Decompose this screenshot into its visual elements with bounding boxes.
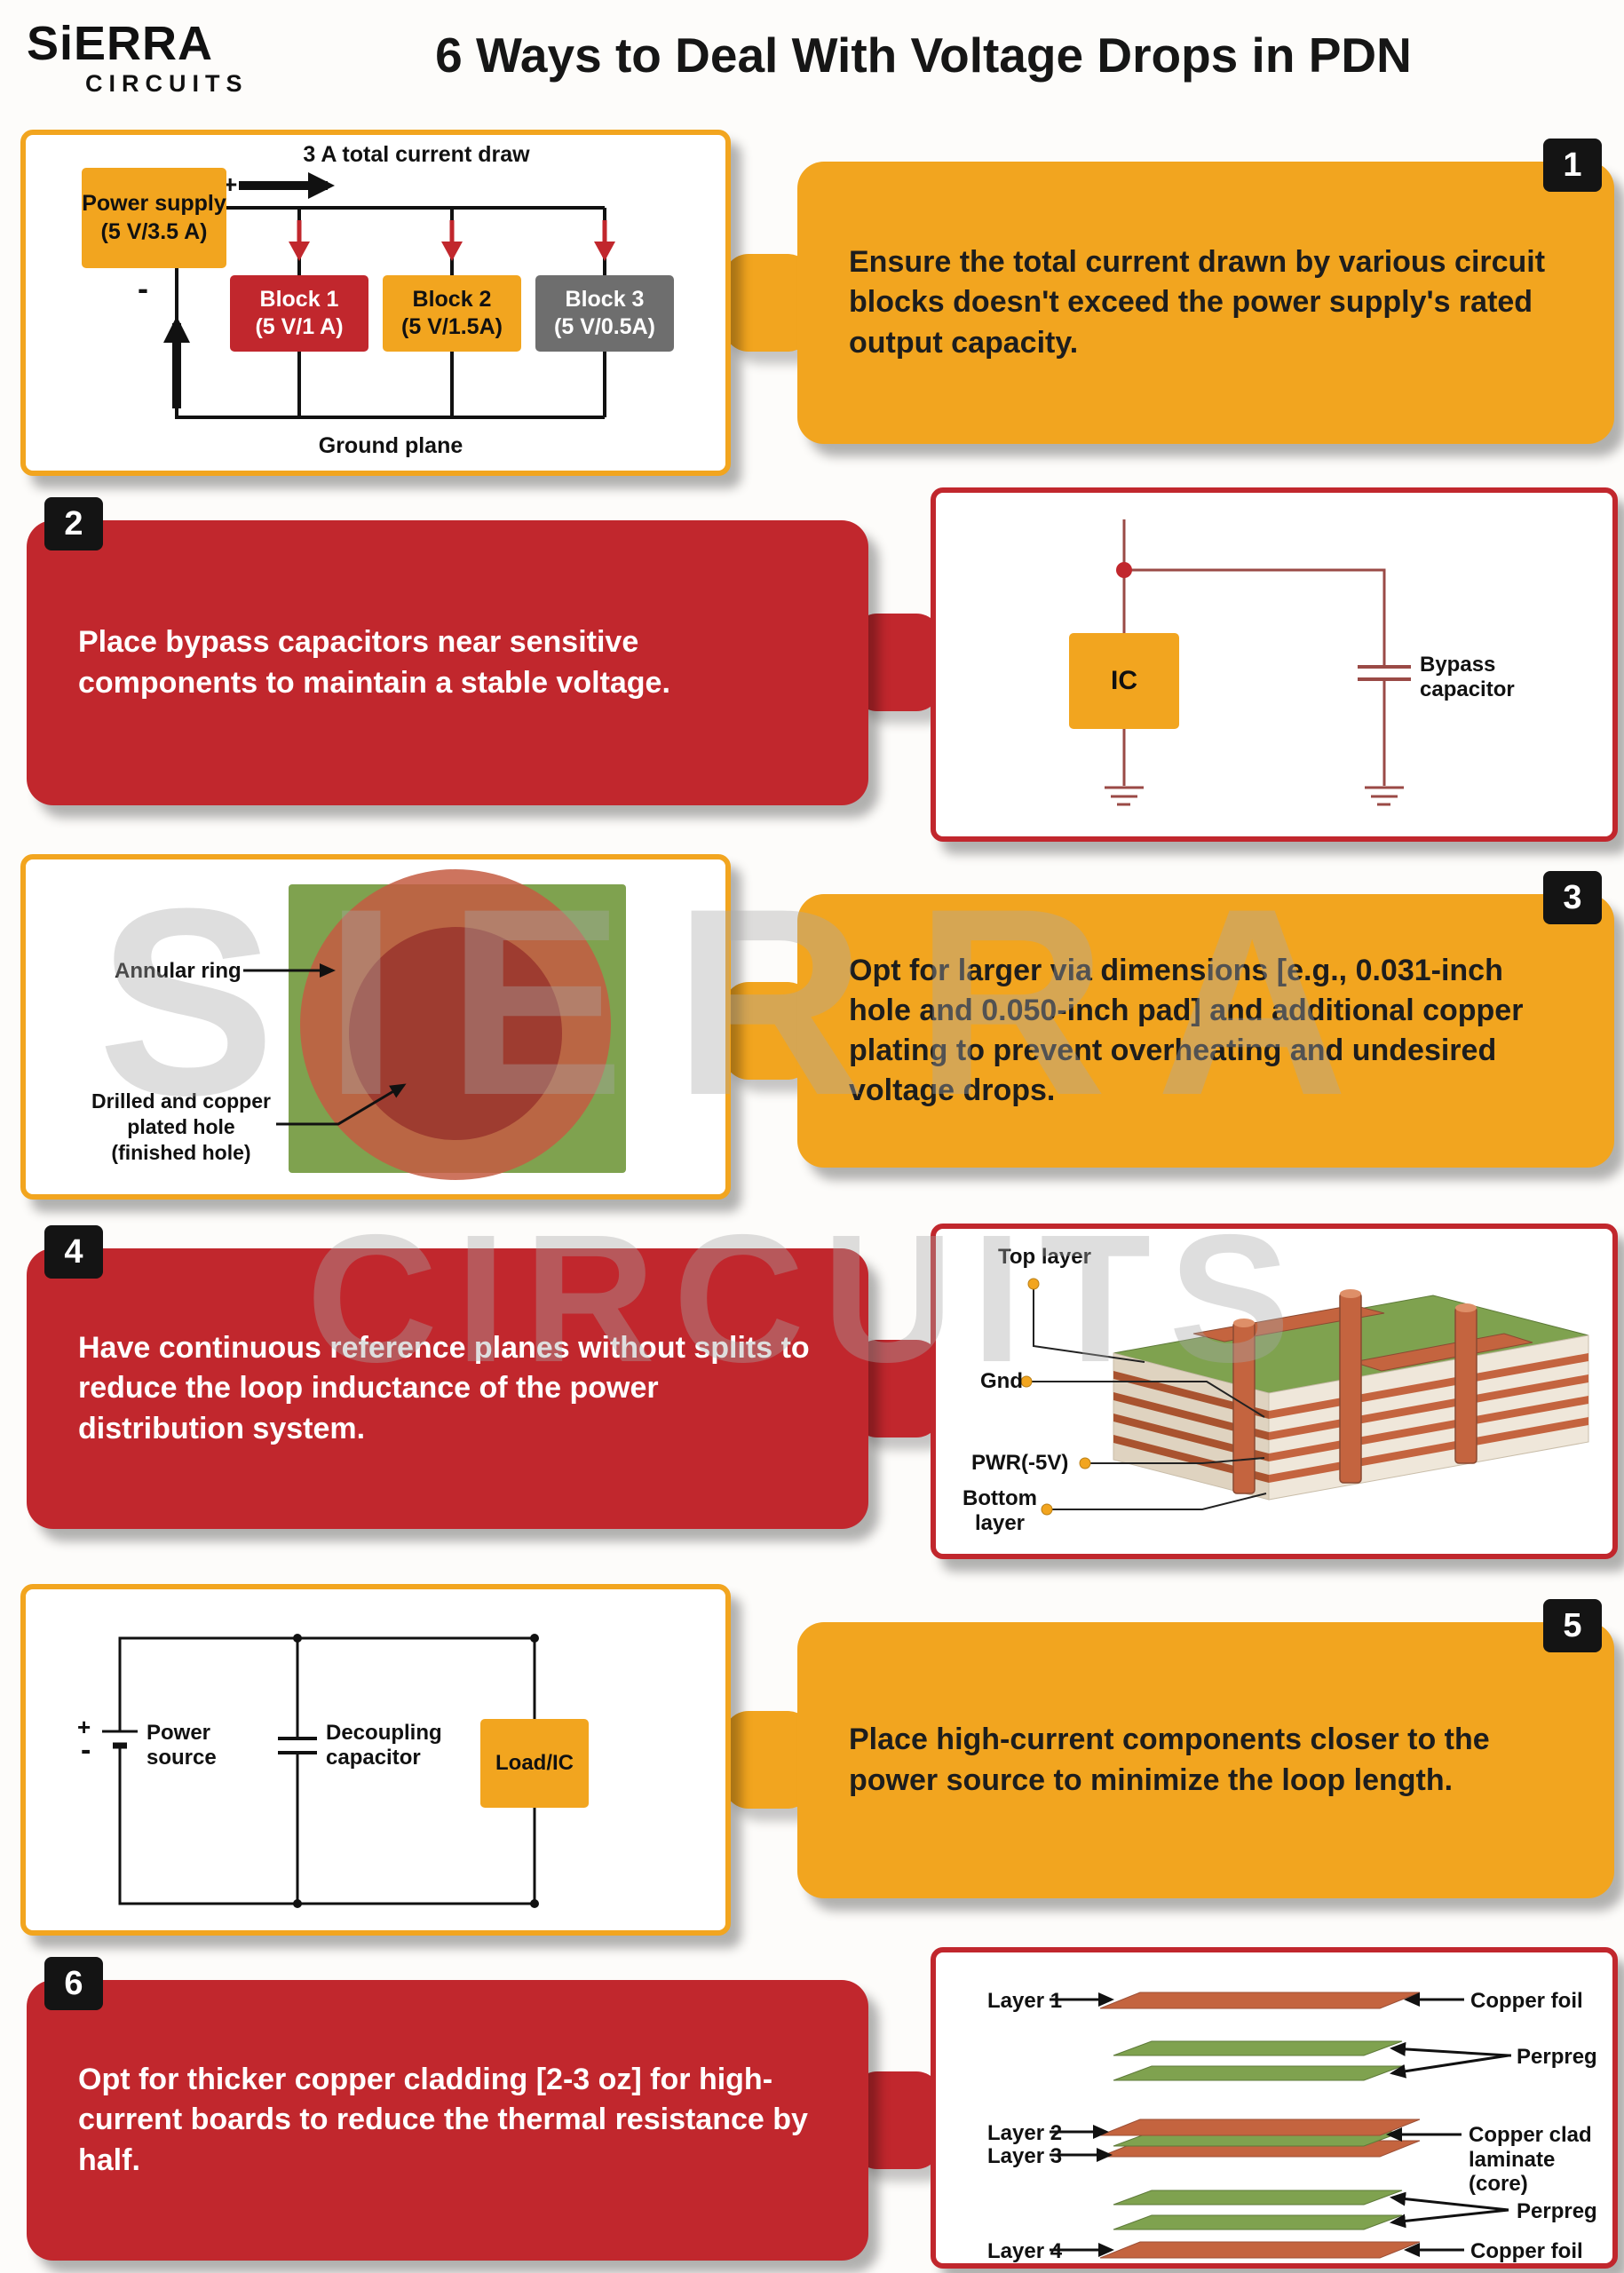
power-supply-box: Power supply (5 V/3.5 A): [82, 168, 226, 268]
bottom-layer-label-line1: Bottom: [963, 1486, 1037, 1510]
tip-3-bubble: 3 Opt for larger via dimensions [e.g., 0…: [797, 871, 1614, 1168]
core-label-line2: laminate (core): [1469, 2147, 1556, 2197]
diagram-decoupling-loop-card: + - Power source Decoupling capacitor Lo…: [20, 1584, 731, 1936]
tip-5-text: Place high-current components closer to …: [849, 1723, 1490, 1797]
tip-2-number-badge: 2: [44, 497, 103, 550]
ic-label: IC: [1111, 666, 1137, 696]
diagram-via-pad-card: Annular ring Drilled and copper plated h…: [20, 854, 731, 1200]
bypass-capacitor-label: Bypass capacitor: [1420, 653, 1515, 701]
layer-3-label: Layer 3: [987, 2144, 1063, 2168]
bypass-capacitor-label-line1: Bypass: [1420, 653, 1496, 677]
stackup-layers-art: [1050, 1992, 1511, 2259]
bypass-capacitor-label-line2: capacitor: [1420, 677, 1515, 701]
top-layer-label: Top layer: [998, 1245, 1091, 1269]
bottom-layer-label: Bottom layer: [961, 1486, 1039, 1535]
decoupling-capacitor-label: Decoupling capacitor: [326, 1721, 442, 1770]
drilled-hole-label-line3: (finished hole): [111, 1140, 251, 1164]
tip-3-text: Opt for larger via dimensions [e.g., 0.0…: [849, 953, 1524, 1108]
tip-5-number-badge: 5: [1543, 1599, 1602, 1652]
minus-sign: -: [138, 270, 148, 306]
drilled-hole-label-line1: Drilled and copper: [91, 1089, 271, 1113]
annular-ring-label: Annular ring: [115, 959, 242, 983]
copper-foil-bottom-label: Copper foil: [1470, 2239, 1583, 2263]
load-ic-box: Load/IC: [480, 1719, 589, 1808]
via-callout-lines-art: [243, 963, 407, 1126]
pwr-label: PWR(-5V): [971, 1451, 1069, 1475]
bottom-layer-label-line2: layer: [974, 1510, 1026, 1535]
sierra-circuits-logo: SiERRA CIRCUITS: [27, 20, 249, 98]
junction-dot: [1116, 562, 1132, 578]
tip-6-number-badge: 6: [44, 1957, 103, 2010]
block-3-rating: (5 V/0.5A): [554, 314, 655, 339]
power-source-label: Power source: [147, 1721, 217, 1770]
prepreg-top-label: Perpreg: [1517, 2045, 1597, 2069]
layer-4-label: Layer 4: [987, 2239, 1063, 2263]
gnd-label: Gnd: [980, 1369, 1023, 1393]
tip-2-bubble: 2 Place bypass capacitors near sensitive…: [27, 497, 868, 805]
tip-6-bubble: 6 Opt for thicker copper cladding [2-3 o…: [27, 1957, 868, 2261]
tip-1-bubble: 1 Ensure the total current drawn by vari…: [797, 139, 1614, 444]
page-title: 6 Ways to Deal With Voltage Drops in PDN: [435, 28, 1412, 83]
layer-2-label: Layer 2: [987, 2121, 1063, 2145]
tip-6-text: Opt for thicker copper cladding [2-3 oz]…: [78, 2063, 808, 2177]
tip-4-number-badge: 4: [44, 1225, 103, 1279]
tip-1-text: Ensure the total current drawn by variou…: [849, 245, 1546, 360]
prepreg-bottom-label: Perpreg: [1517, 2199, 1597, 2223]
tip-4-bubble: 4 Have continuous reference planes witho…: [27, 1225, 868, 1529]
tip-4-text: Have continuous reference planes without…: [78, 1331, 810, 1445]
logo-wordmark: SiERRA: [27, 17, 214, 70]
tip-1-number-badge: 1: [1543, 139, 1602, 192]
drilled-hole-label-line2: plated hole: [127, 1114, 235, 1138]
decoupling-circuit-wires-art: [102, 1634, 539, 1908]
logo-subtext: CIRCUITS: [85, 70, 249, 97]
block-3-box: Block 3 (5 V/0.5A): [535, 275, 674, 352]
tip-3-number-badge: 3: [1543, 871, 1602, 924]
block-1-box: Block 1 (5 V/1 A): [230, 275, 368, 352]
layer-1-label: Layer 1: [987, 1989, 1063, 2013]
block-2-box: Block 2 (5 V/1.5A): [383, 275, 521, 352]
diagram-reference-planes-card: Top layer Gnd PWR(-5V) Bottom layer: [931, 1224, 1618, 1559]
diagram-bypass-capacitor-card: IC Bypass capacitor: [931, 487, 1618, 842]
bypass-circuit-wires-art: [1105, 519, 1411, 806]
plus-sign: +: [77, 1714, 91, 1740]
drilled-hole-label: Drilled and copper plated hole (finished…: [83, 1089, 279, 1165]
ic-box: IC: [1069, 633, 1179, 729]
load-ic-label: Load/IC: [495, 1751, 574, 1775]
power-source-label-line2: source: [147, 1745, 217, 1770]
block-3-label: Block 3: [565, 286, 645, 312]
ground-plane-label: Ground plane: [318, 433, 463, 458]
drilled-hole-circle: [349, 927, 562, 1140]
tip-5-bubble: 5 Place high-current components closer t…: [797, 1599, 1614, 1898]
power-source-label-line1: Power: [147, 1721, 211, 1745]
power-supply-rating: (5 V/3.5 A): [100, 218, 208, 244]
block-2-label: Block 2: [412, 286, 492, 312]
block-1-label: Block 1: [259, 286, 339, 312]
pcb-stackup-3d-art: [1020, 1278, 1589, 1516]
power-budget-wires-art: [163, 172, 615, 419]
diagram-power-budget-card: 3 A total current draw + Power supply (5…: [20, 130, 731, 476]
power-supply-label: Power supply: [82, 191, 226, 217]
decoupling-capacitor-label-line1: Decoupling: [326, 1721, 442, 1745]
plus-sign: +: [223, 170, 238, 198]
minus-sign: -: [81, 1733, 91, 1767]
block-2-rating: (5 V/1.5A): [401, 314, 503, 339]
core-label-line1: Copper clad: [1469, 2123, 1592, 2147]
block-1-rating: (5 V/1 A): [255, 314, 344, 339]
core-label: Copper clad laminate (core): [1469, 2123, 1612, 2197]
diagram-copper-stackup-card: Layer 1 Layer 2 Layer 3 Layer 4 Copper f…: [931, 1947, 1618, 2269]
decoupling-capacitor-label-line2: capacitor: [326, 1745, 421, 1770]
current-draw-label: 3 A total current draw: [303, 142, 530, 167]
tip-2-text: Place bypass capacitors near sensitive c…: [78, 625, 670, 700]
copper-foil-top-label: Copper foil: [1470, 1989, 1583, 2013]
